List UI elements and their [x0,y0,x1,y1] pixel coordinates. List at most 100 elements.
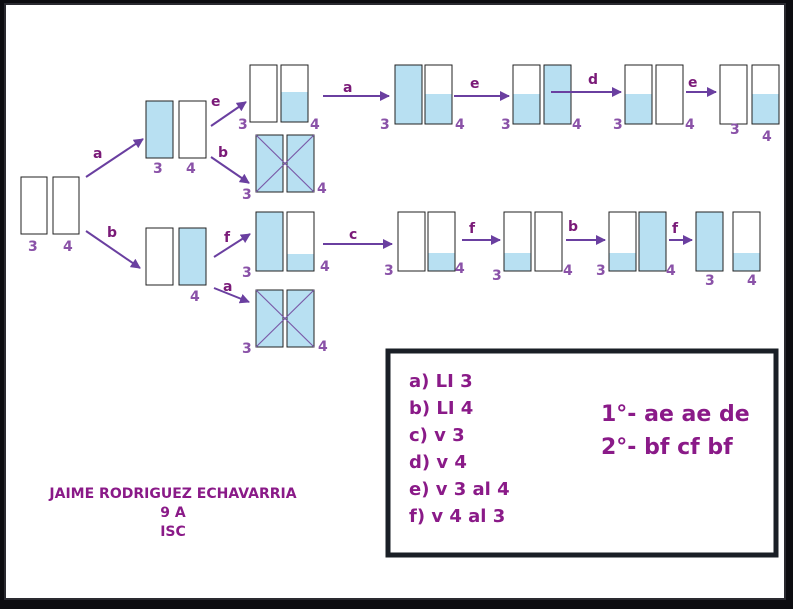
arrow-b-to-ba [213,287,250,304]
jug-3-full [145,100,174,159]
label-4: 4 [317,181,327,197]
label-4: 4 [190,289,200,305]
water-level [425,94,452,124]
edge-label-a: a [223,279,232,295]
edge-label-a: a [93,146,102,162]
water-level [513,94,540,124]
jug-4-full [178,227,207,286]
edge-label-b: b [107,225,117,241]
water-level [733,253,760,271]
jug-3-full [255,211,284,272]
label-4: 4 [747,273,757,289]
label-4: 4 [455,261,465,277]
label-3: 3 [730,122,740,138]
label-3: 3 [613,117,623,133]
arrow-a-to-ae [210,101,247,127]
legend-item: b) LI 4 [409,398,473,419]
label-4: 4 [666,263,676,279]
edge-label-e: e [211,94,221,110]
author-group: 9 A [160,505,186,521]
legend-item: d) v 4 [409,452,467,473]
jug-3-empty [249,64,278,123]
jug-4-full [286,134,315,193]
label-3: 3 [705,273,715,289]
jug-3-full [255,289,284,348]
edge-label-f: f [469,221,476,237]
edge-label-e: e [688,75,698,91]
state-top-4: 3 4 [719,64,780,145]
label-3: 3 [384,263,394,279]
label-3: 3 [242,265,252,281]
arrow-a-to-ab [210,156,250,184]
label-4: 4 [318,339,328,355]
jug-state-diagram: 3 4 3 4 3 4 3 4 3 4 3 4 [20,64,780,558]
label-3: 3 [501,117,511,133]
solution-2: 2°- bf cf bf [601,435,733,460]
label-4: 4 [762,129,772,145]
label-3: 3 [596,263,606,279]
jug-3-full [394,64,423,125]
jug-4 [52,176,80,235]
label-4: 4 [572,117,582,133]
jug-4-empty [178,100,207,159]
jug-3-empty [397,211,426,272]
legend-item: a) LI 3 [409,371,473,392]
cross-line [255,134,315,193]
label-4: 4 [310,117,320,133]
edge-label-e: e [470,76,480,92]
jug-4-full [638,211,667,272]
jug-3 [20,176,48,235]
water-level [609,253,636,271]
arrow-root-to-a [85,138,144,178]
arrows [85,87,717,304]
label-3: 3 [492,268,502,284]
label-3: 3 [153,161,163,177]
water-level [281,92,308,122]
state-bottom-2: 3 4 [492,211,573,284]
author-name: JAIME RODRIGUEZ ECHAVARRIA [48,486,296,502]
author-block: JAIME RODRIGUEZ ECHAVARRIA 9 A ISC [48,486,296,540]
jug-4-empty [534,211,563,272]
jug-3-full [695,211,724,272]
state-bottom-4: 3 4 [695,211,761,289]
solution-1: 1°- ae ae de [601,402,750,427]
jug-3-empty [719,64,748,125]
label-3: 3 [242,341,252,357]
diagram-canvas: 3 4 3 4 3 4 3 4 3 4 3 4 [6,5,784,598]
water-level [287,254,314,271]
jug-4-full [543,64,572,125]
label-4: 4 [186,161,196,177]
jug-4-full [286,289,315,348]
edge-label-b: b [568,219,578,235]
label-4: 4 [320,259,330,275]
legend-frame [385,348,779,558]
arrow-root-to-b [85,230,141,269]
edge-label-a: a [343,80,352,96]
state-ab-rejected: 3 4 [242,134,327,203]
label-3: 3 [28,239,38,255]
edge-label-c: c [349,227,357,243]
label-3: 3 [380,117,390,133]
jug-3-full [255,134,284,193]
label-4: 4 [455,117,465,133]
water-level [752,94,779,124]
water-level [625,94,652,124]
state-bf: 3 4 [242,211,330,281]
label-4: 4 [685,117,695,133]
state-bottom-3: 3 4 [596,211,676,279]
edge-labels: a b e b a e d e f a c f b f [93,72,698,295]
jug-4-empty [655,64,684,125]
cross-line [255,289,315,348]
state-ba-rejected: 3 4 [242,289,328,357]
edge-label-b: b [218,145,228,161]
legend-item: c) v 3 [409,425,465,446]
label-3: 3 [242,187,252,203]
label-4: 4 [63,239,73,255]
water-level [428,253,455,271]
edge-label-d: d [588,72,598,88]
state-top-2: 3 4 [501,64,582,133]
state-a: 3 4 [145,100,207,177]
state-top-3: 3 4 [613,64,695,133]
arrow-b-to-bf [213,233,251,258]
legend-item: f) v 4 al 3 [409,506,505,527]
